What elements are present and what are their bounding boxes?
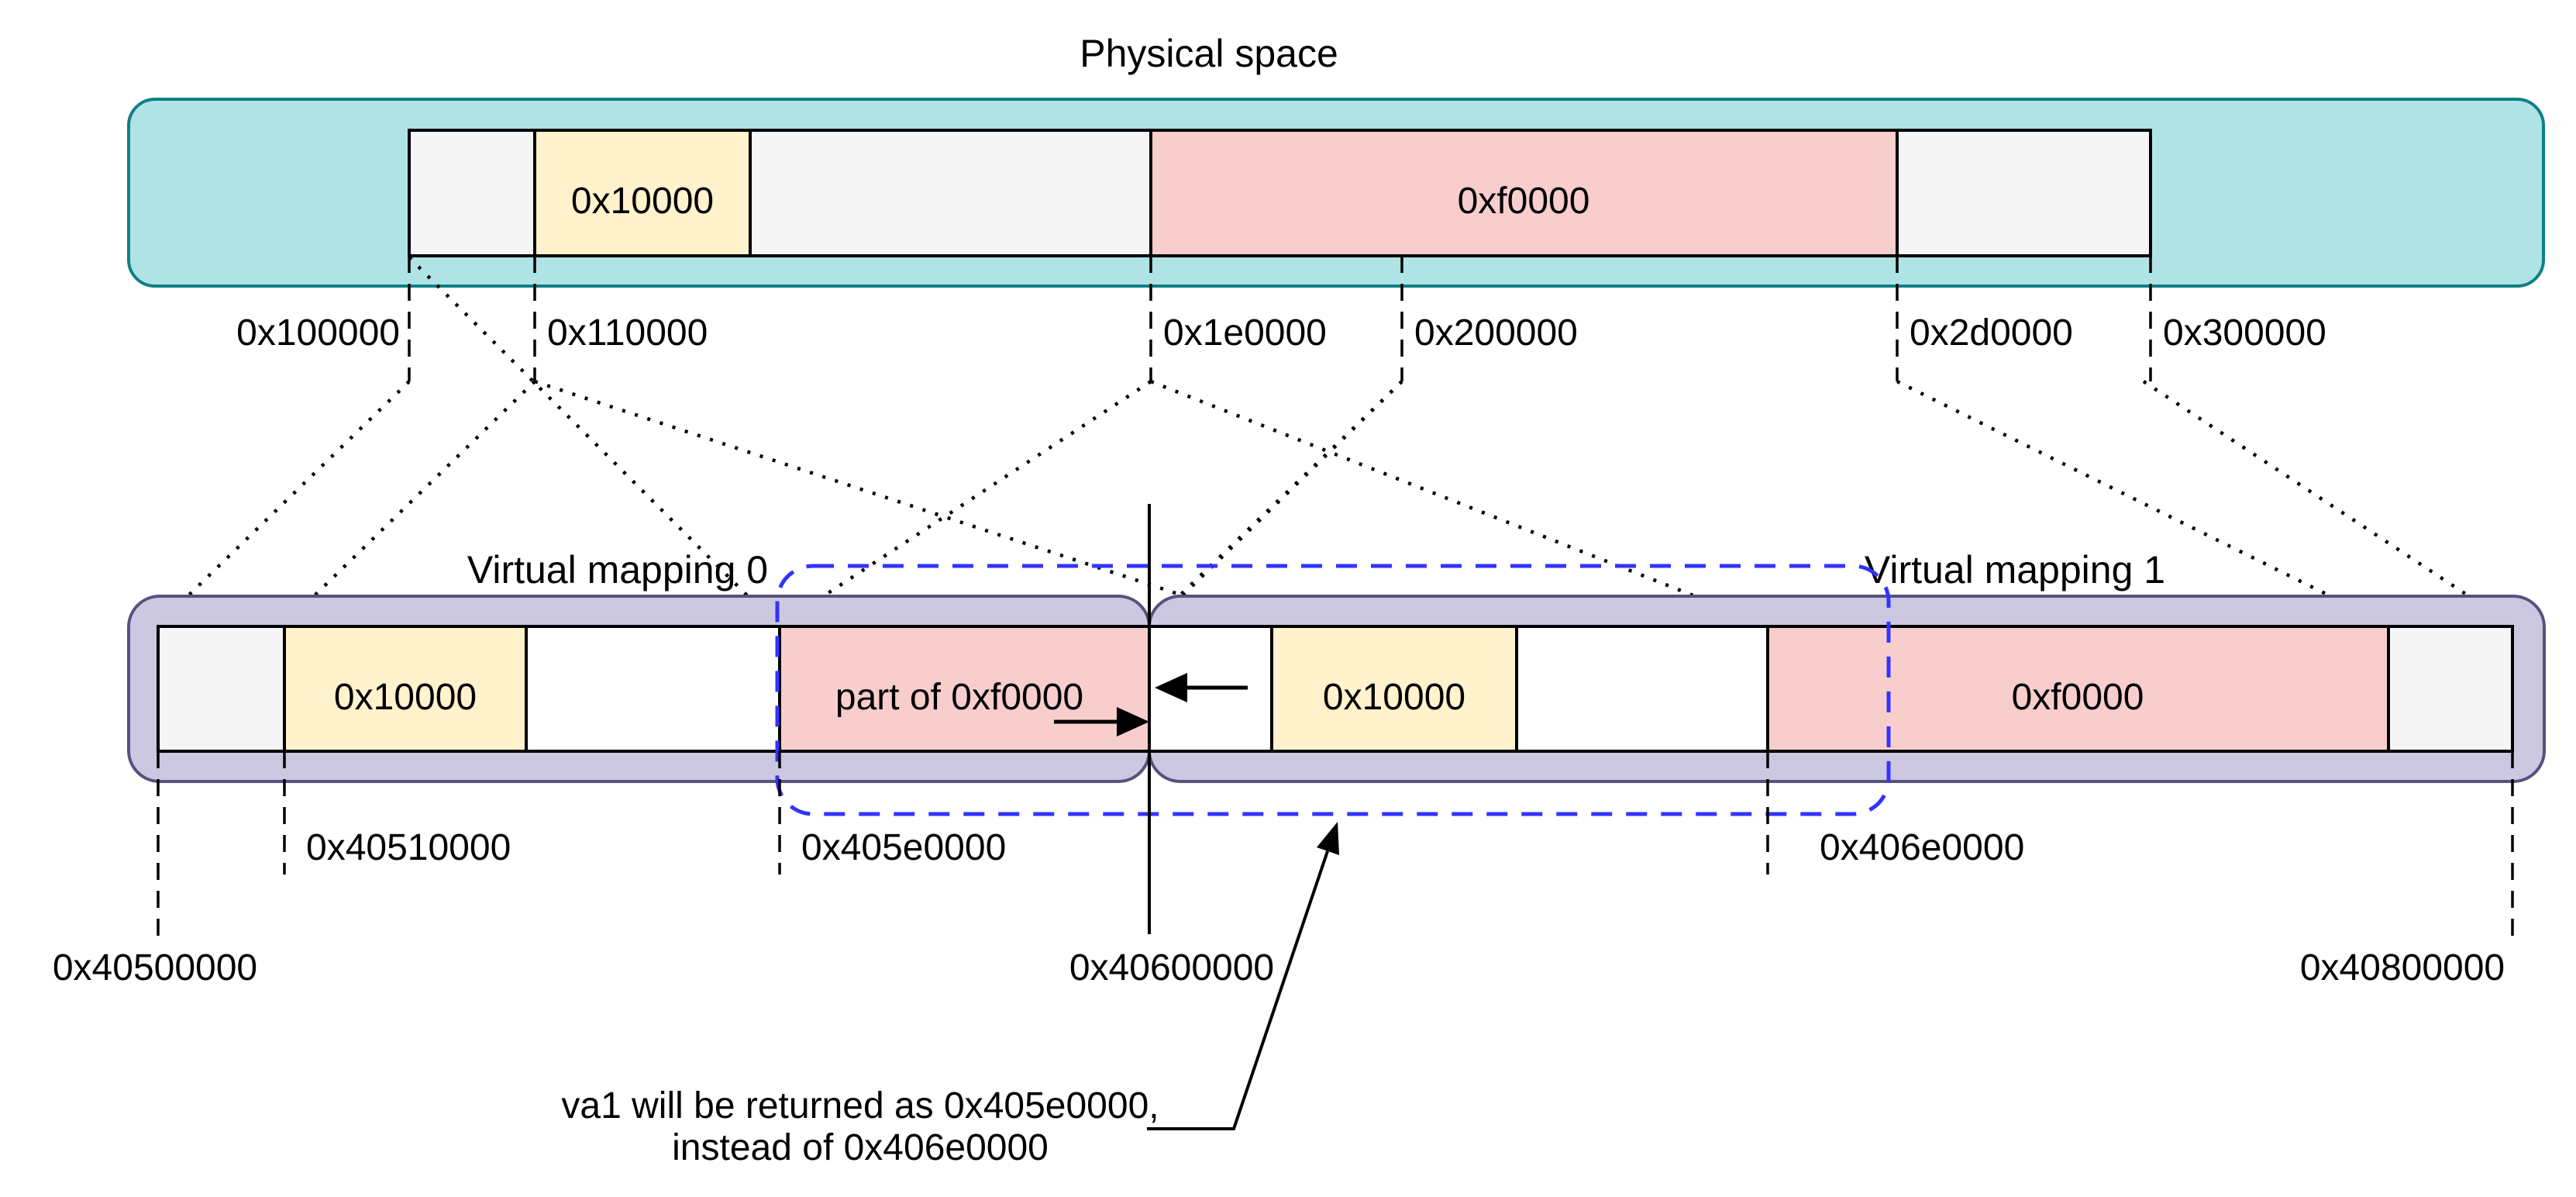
vm1-yellow-size-label: 0x10000: [1323, 677, 1465, 718]
annotation-group: va1 will be returned as 0x405e0000, inst…: [561, 822, 1339, 1168]
phys-seg-free-1: [408, 129, 536, 257]
virtual-mappings-group: Virtual mapping 0 Virtual mapping 1 0x10…: [53, 504, 2546, 988]
annotation-line-2: instead of 0x406e0000: [672, 1127, 1049, 1168]
phys-addr-0x2d0000: 0x2d0000: [1910, 312, 2073, 354]
vm0-pink-size-label: part of 0xf0000: [835, 677, 1083, 718]
virtual-mapping-0-title: Virtual mapping 0: [467, 548, 768, 592]
phys-addr-0x110000: 0x110000: [547, 312, 708, 354]
vm0-seg-white: [525, 625, 781, 753]
phys-addr-0x100000: 0x100000: [236, 312, 400, 354]
vm-addr-0x40600000: 0x40600000: [1069, 947, 1274, 988]
vm-addr-0x40800000: 0x40800000: [2300, 947, 2505, 988]
vm-addr-0x406e0000: 0x406e0000: [1820, 827, 2024, 868]
vm0-seg-yellow: [283, 625, 528, 753]
virtual-mapping-1-title: Virtual mapping 1: [1865, 548, 2165, 592]
vm1-seg-pink: [1766, 625, 2390, 753]
phys-seg-free-2: [749, 129, 1152, 257]
annotation-line-1: va1 will be returned as 0x405e0000,: [561, 1085, 1159, 1126]
vm-addr-0x405e0000: 0x405e0000: [801, 827, 1006, 868]
vm1-seg-yellow: [1270, 625, 1518, 753]
leader-0x110000-to-vm0: [283, 380, 536, 626]
phys-seg-yellow: [533, 129, 752, 257]
phys-addr-0x200000: 0x200000: [1414, 312, 1578, 354]
vm0-seg-free: [157, 625, 286, 753]
leader-0x1e0000-to-vm0: [778, 380, 1152, 626]
physical-space-title: Physical space: [1080, 32, 1338, 75]
va1-allocation-region-outline: [775, 564, 1891, 816]
leader-0x300000-to-vm1-end: [2142, 380, 2514, 626]
phys-addr-0x1e0000: 0x1e0000: [1163, 312, 1327, 354]
phys-seg-pink: [1149, 129, 1899, 257]
vm-addr-0x40510000: 0x40510000: [306, 827, 511, 868]
annotation-arrow-head-icon: [1317, 822, 1339, 855]
leader-0x200000-to-vm0-end: [1148, 380, 1403, 626]
vm0-yellow-size-label: 0x10000: [334, 677, 477, 718]
vm1-seg-free: [2387, 625, 2514, 753]
phys-yellow-size-label: 0x10000: [571, 181, 714, 222]
phys-seg-free-3: [1896, 129, 2152, 257]
right-arrow-head-icon: [1117, 707, 1149, 736]
left-arrow-head-icon: [1155, 673, 1187, 702]
vm1-seg-white-2: [1515, 625, 1769, 753]
leader-0x100000-to-vm0: [157, 380, 411, 626]
annotation-arrow-line: [1147, 850, 1329, 1130]
leader-0x1e0000-to-vm1: [1150, 379, 1768, 627]
physical-space-group: Physical space 0x10000 0xf0000 0x100000 …: [127, 32, 2545, 381]
vm1-pink-size-label: 0xf0000: [2012, 677, 2144, 718]
phys-pink-size-label: 0xf0000: [1458, 181, 1590, 222]
phys-addr-0x300000: 0x300000: [2163, 312, 2326, 354]
vm-addr-0x40500000: 0x40500000: [53, 947, 257, 988]
